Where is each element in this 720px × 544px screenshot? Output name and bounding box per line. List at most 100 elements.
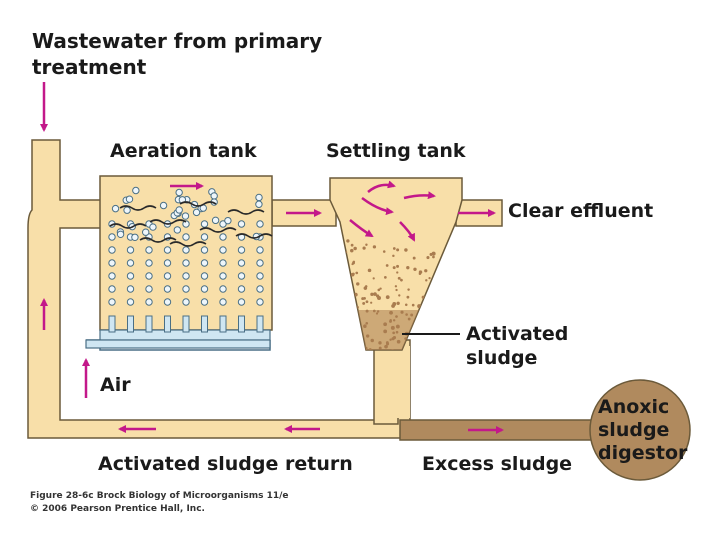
digestor-label-line-3: digestor: [598, 442, 688, 464]
sludge-particle: [416, 341, 421, 346]
sludge-particle: [457, 314, 461, 319]
air-bubble: [182, 285, 190, 293]
air-bubble: [219, 233, 227, 241]
sludge-particle: [345, 322, 349, 326]
sludge-particle: [446, 316, 449, 319]
settling-tank: [329, 177, 463, 351]
sludge-particle: [429, 312, 433, 316]
sludge-particle: [341, 293, 345, 297]
sludge-particle: [372, 277, 375, 280]
air-bubble: [145, 285, 153, 293]
air-bubble: [125, 195, 134, 203]
sludge-particle: [448, 304, 452, 308]
sludge-particle: [343, 337, 346, 341]
sludge-particle: [427, 300, 431, 304]
sludge-particle: [457, 307, 461, 312]
sludge-particle: [415, 327, 420, 332]
air-bubble: [237, 298, 246, 306]
sludge-particle: [366, 334, 370, 338]
sludge-particle: [438, 319, 443, 324]
sludge-particle: [428, 311, 432, 315]
air-bubble: [237, 272, 246, 280]
air-bubble: [219, 220, 227, 228]
air-bubble: [182, 246, 190, 254]
sludge-particle: [417, 347, 422, 350]
air-diffuser: [182, 315, 190, 333]
air-diffuser: [164, 315, 171, 333]
sludge-floc: [179, 201, 217, 207]
sludge-particle: [346, 273, 350, 277]
sludge-particle: [349, 320, 353, 324]
sludge-particle: [433, 280, 437, 283]
air-bubble: [256, 259, 264, 267]
sludge-floc: [227, 209, 265, 215]
sludge-particle: [426, 327, 429, 330]
air-bubble: [175, 188, 183, 197]
excess-sludge-label: Excess sludge: [422, 453, 572, 475]
sludge-particle: [340, 329, 344, 333]
air-bubble: [237, 220, 246, 228]
air-bubble: [131, 233, 139, 241]
sludge-particle: [426, 256, 430, 260]
sludge-particle: [364, 285, 368, 288]
sludge-particle: [350, 243, 354, 247]
sludge-particle: [431, 251, 436, 256]
sludge-particle: [453, 328, 457, 333]
sludge-particle: [429, 252, 433, 256]
sludge-particle: [385, 341, 389, 344]
sludge-particle: [348, 294, 352, 297]
sludge-particle: [370, 301, 373, 304]
sludge-particle: [365, 300, 369, 304]
sludge-particle: [363, 324, 367, 328]
sludge-particle: [392, 336, 397, 340]
air-bubble: [237, 259, 246, 267]
air-label: Air: [100, 374, 131, 396]
sludge-particle: [355, 341, 358, 345]
air-bubble: [181, 212, 190, 220]
sludge-particle: [410, 336, 414, 341]
air-bubble: [224, 216, 232, 225]
sludge-particle: [441, 306, 445, 310]
air-diffuser: [108, 315, 116, 333]
sludge-particle: [398, 294, 401, 297]
sludge-particle: [373, 292, 377, 296]
sludge-particle: [404, 248, 408, 252]
sludge-particle: [392, 331, 395, 335]
air-bubble: [255, 200, 263, 208]
sludge-particle: [365, 309, 369, 313]
sludge-particle: [426, 340, 431, 344]
sludge-particle: [345, 299, 349, 303]
air-bubbles: [108, 186, 264, 306]
sludge-particle: [389, 338, 392, 341]
sludge-particle: [350, 248, 354, 253]
air-bubble: [163, 285, 172, 293]
sludge-particle: [365, 321, 369, 325]
sludge-particle: [345, 308, 350, 312]
sludge-floc: [139, 237, 177, 243]
sludge-particle: [424, 269, 428, 273]
air-bubble: [145, 259, 153, 267]
air-bubble: [256, 285, 264, 293]
sludge-particle: [347, 301, 352, 305]
sludge-particle: [404, 303, 408, 307]
sludge-particle: [406, 266, 410, 270]
settled-sludge-layer: [330, 310, 462, 350]
air-bubble: [126, 246, 135, 254]
sludge-particle: [447, 271, 451, 275]
sludge-particle: [378, 346, 382, 350]
air-bubble: [163, 259, 172, 267]
sludge-particle: [362, 246, 366, 250]
sludge-particle: [335, 325, 338, 329]
sludge-particle: [384, 276, 387, 279]
sludge-particle: [334, 262, 338, 266]
air-bubble: [126, 259, 135, 267]
sludge-particle: [346, 326, 350, 330]
sludge-particle: [335, 347, 339, 350]
sludge-particle: [379, 287, 382, 290]
sludge-particle: [377, 288, 381, 292]
air-bubble: [192, 208, 201, 217]
air-bubble: [175, 206, 183, 214]
swirl-arrow: [367, 180, 396, 193]
sludge-particle: [432, 321, 436, 325]
air-bubble: [145, 246, 153, 254]
